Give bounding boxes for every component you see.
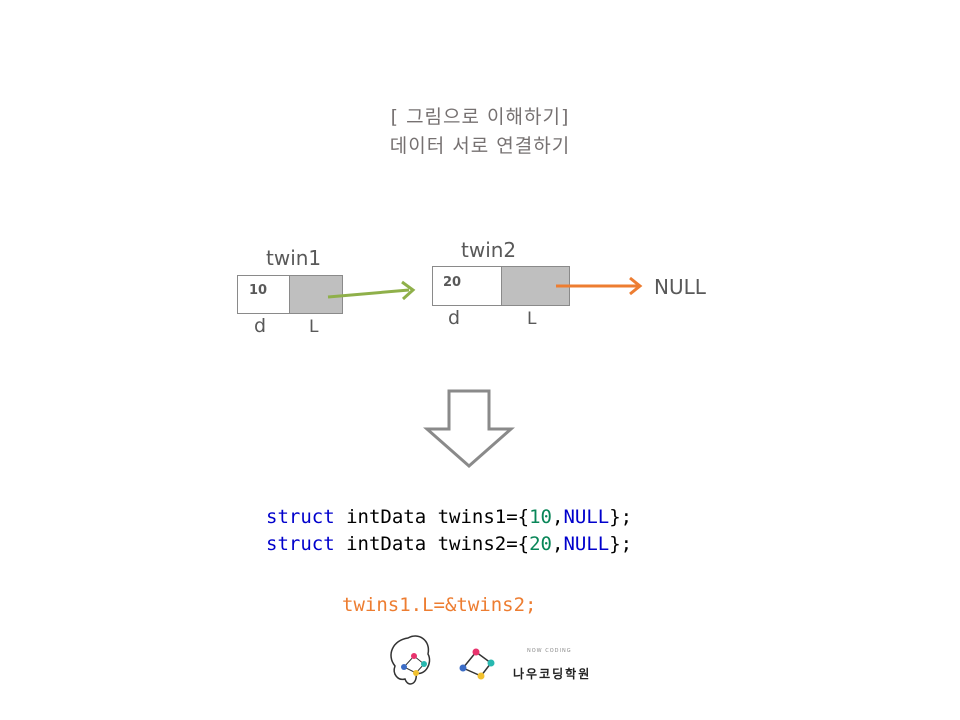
green-pointer-arrow-line	[327, 288, 410, 299]
code-comma: ,	[552, 506, 564, 528]
down-arrow-icon	[423, 389, 515, 468]
green-pointer-arrow-head	[401, 280, 416, 301]
title-line-1: [ 그림으로 이해하기]	[390, 106, 570, 128]
code-line-2: struct intData twins2={20,NULL};	[266, 533, 632, 555]
twin2-l-label: L	[527, 309, 537, 329]
code-text: intData twins1={	[334, 506, 530, 528]
code-end: };	[609, 506, 633, 528]
code-number: 10	[529, 506, 552, 528]
twin2-data-value: 20	[443, 275, 462, 290]
code-assignment: twins1.L=&twins2;	[342, 594, 537, 616]
code-null: NULL	[563, 533, 610, 555]
code-comma: ,	[552, 533, 564, 555]
code-line-1: struct intData twins1={10,NULL};	[266, 506, 632, 528]
code-number: 20	[529, 533, 552, 555]
diamond-logo-icon	[459, 648, 495, 680]
code-text: intData twins2={	[334, 533, 530, 555]
title-line-2: 데이터 서로 연결하기	[389, 135, 571, 157]
twin2-name: twin2	[461, 238, 517, 262]
code-keyword: struct	[266, 506, 335, 528]
twin1-name: twin1	[266, 246, 322, 270]
logo-text: 나우코딩학원	[513, 667, 592, 681]
orange-null-arrow-head	[629, 276, 643, 296]
twin1-data-value: 10	[249, 283, 268, 298]
twin1-link-cell	[289, 275, 343, 314]
twin1-l-label: L	[309, 317, 319, 337]
code-null: NULL	[563, 506, 610, 528]
twin2-data-cell	[432, 266, 502, 306]
twin1-d-label: d	[254, 315, 267, 337]
brain-logo-icon	[390, 635, 431, 685]
code-end: };	[609, 533, 633, 555]
code-keyword: struct	[266, 533, 335, 555]
null-label: NULL	[654, 275, 706, 299]
logo-arc-text: NOW CODING	[527, 648, 572, 654]
twin2-d-label: d	[448, 307, 461, 329]
